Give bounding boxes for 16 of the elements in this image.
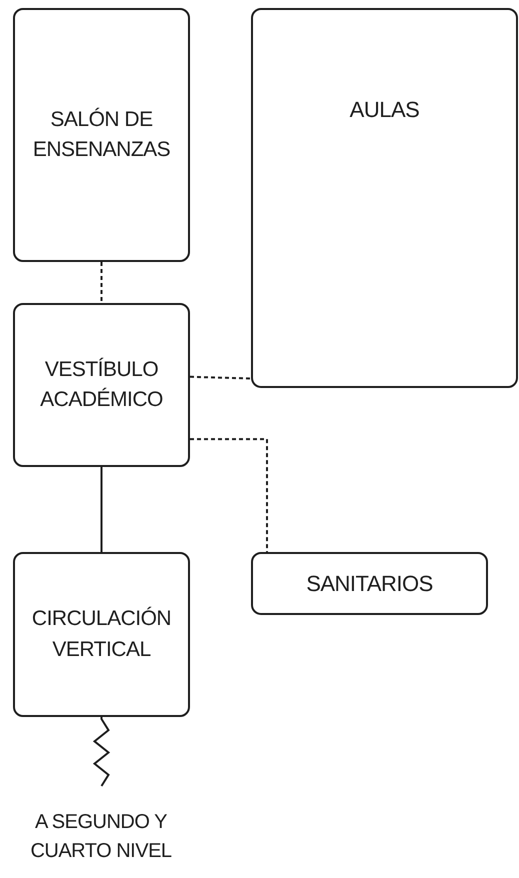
connector-line <box>100 467 102 552</box>
room-label: AULAS <box>350 96 420 124</box>
room-label: VESTÍBULO ACADÉMICO <box>39 356 164 413</box>
room-box <box>251 8 518 388</box>
room-label: SALÓN DE ENSENANZAS <box>32 106 172 163</box>
room-label: CIRCULACIÓN VERTICAL <box>30 606 172 662</box>
room-box <box>13 303 190 467</box>
destination-note: A SEGUNDO Y CUARTO NIVEL <box>29 810 173 864</box>
room-label: SANITARIOS <box>306 570 433 598</box>
room-box <box>13 552 190 717</box>
room-box <box>13 8 190 262</box>
room-box <box>251 552 488 615</box>
zigzag-connector <box>92 717 110 787</box>
connector-line <box>190 438 268 552</box>
connector-line <box>190 376 252 380</box>
connector-line <box>100 262 102 303</box>
